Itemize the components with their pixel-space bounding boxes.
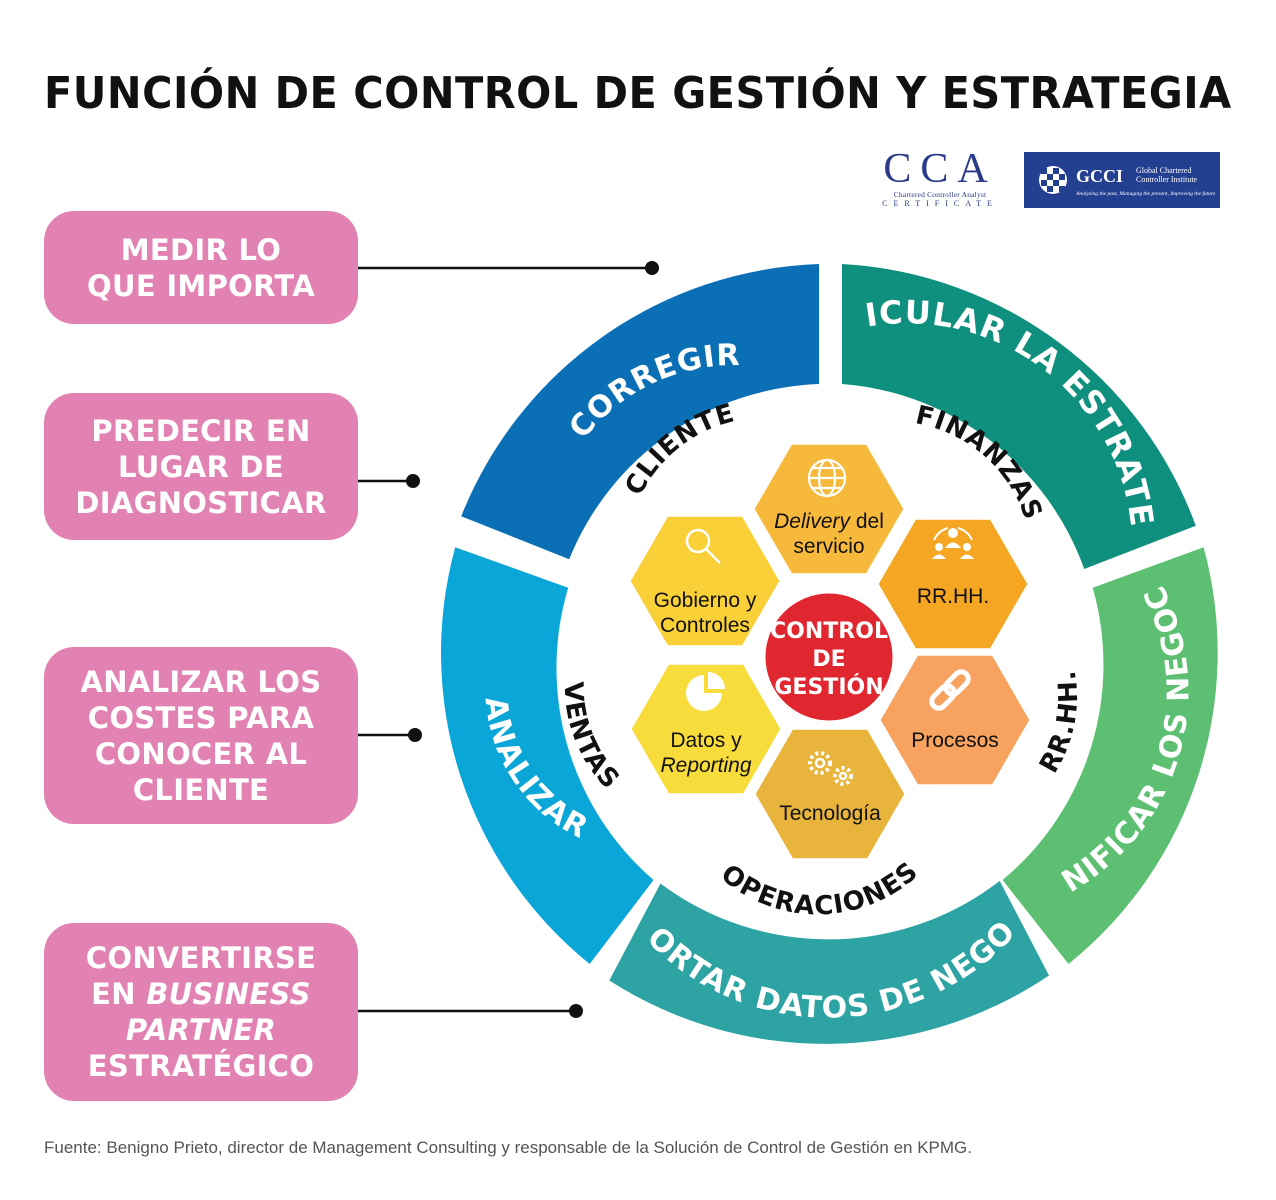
- gcci-logo-tagline: Analyzing the past, Managing the present…: [1076, 191, 1216, 197]
- gcci-logo-fullname: Global Chartered Controller Institute: [1136, 166, 1216, 184]
- cca-logo-certificate: CERTIFICATE: [882, 199, 998, 208]
- hexagon-gobierno-label-line2: Controles: [660, 614, 750, 637]
- pill-medir-line2: QUE IMPORTA: [87, 268, 315, 303]
- gcci-logo-fullname-line2: Controller Institute: [1136, 175, 1198, 184]
- connector-dot-2: [406, 474, 420, 488]
- ring-segment-articular: [842, 264, 1196, 569]
- pill-predecir-line2: LUGAR DE: [118, 449, 284, 484]
- pie-chart-icon: [686, 672, 725, 711]
- ring-segment-planificar: [1002, 547, 1218, 964]
- hexagon-tecnologia-label: Tecnología: [779, 802, 881, 825]
- pill-medir-line1: MEDIR LO: [120, 232, 282, 267]
- people-icon: [932, 527, 974, 559]
- pill-convertirse-line1: CONVERTIRSE: [85, 941, 317, 975]
- center-label-line3: GESTIÓN: [774, 674, 883, 700]
- connector-dot-4: [569, 1004, 583, 1018]
- center-circle-shape: [760, 588, 898, 726]
- pill-convertirse-line2-italic: BUSINESS: [146, 977, 311, 1011]
- pill-medir: MEDIR LO QUE IMPORTA: [44, 211, 358, 324]
- pill-predecir-line3: DIAGNOSTICAR: [75, 485, 327, 520]
- pill-convertirse-line2-prefix: EN: [91, 977, 147, 1011]
- cca-logo: CCA Chartered Controller Analyst CERTIFI…: [866, 148, 1014, 209]
- hexagon-datos-label-line1: Datos y: [670, 729, 742, 752]
- hexagon-gobierno-label-line1: Gobierno y: [654, 589, 757, 612]
- hexagon-rrhh: RR.HH.: [875, 516, 1031, 652]
- hexagon-delivery-label-line1: Delivery del: [774, 510, 884, 533]
- hexagon-delivery: Delivery del servicio: [751, 441, 907, 577]
- center-label-line2: DE: [812, 647, 845, 672]
- pill-analizar-line2: COSTES PARA: [87, 700, 315, 735]
- hexagon-gobierno-shape: [627, 513, 783, 649]
- gears-icon: [808, 751, 853, 786]
- hexagon-procesos-label: Procesos: [911, 729, 999, 752]
- page-title: FUNCIÓN DE CONTROL DE GESTIÓN Y ESTRATEG…: [44, 68, 1232, 119]
- hexagon-rrhh-shape: [875, 516, 1031, 652]
- pill-analizar-line3: CONOCER AL: [94, 736, 308, 771]
- hexagon-delivery-label-line2: servicio: [793, 535, 864, 558]
- pill-analizar-line1: ANALIZAR LOS: [80, 664, 322, 699]
- ring-segment-analizar: [441, 547, 654, 964]
- pill-convertirse-line2: EN BUSINESS: [91, 976, 311, 1012]
- connector-lines: [358, 261, 659, 1018]
- hexagon-delivery-shape: [751, 441, 907, 577]
- hexagon-procesos: Procesos: [877, 652, 1033, 788]
- ring-segment-reportar: [609, 880, 1049, 1044]
- hexagon-datos: Datos y Reporting: [628, 661, 784, 797]
- pill-convertirse-line4: ESTRATÉGICO: [87, 1049, 315, 1083]
- connector-dot-1: [645, 261, 659, 275]
- chain-link-icon: [929, 669, 971, 711]
- hexagon-datos-shape: [628, 661, 784, 797]
- source-footnote: Fuente: Benigno Prieto, director de Mana…: [44, 1138, 972, 1157]
- connector-dot-3: [408, 728, 422, 742]
- hexagon-tecnologia-shape: [752, 726, 908, 862]
- gcci-logo-fullname-line1: Global Chartered: [1136, 166, 1192, 175]
- pill-predecir: PREDECIR EN LUGAR DE DIAGNOSTICAR: [44, 393, 358, 540]
- pill-convertirse: CONVERTIRSE EN BUSINESS PARTNER ESTRATÉG…: [44, 923, 358, 1101]
- magnifier-icon: [685, 528, 721, 564]
- ring-segment-corregir: [461, 264, 819, 560]
- pill-convertirse-line3: PARTNER: [125, 1013, 277, 1047]
- gcci-logo: GCCI Global Chartered Controller Institu…: [1024, 152, 1220, 208]
- checkered-globe-icon: [1039, 166, 1067, 194]
- hexagon-datos-label-line2: Reporting: [660, 754, 751, 777]
- pill-analizar: ANALIZAR LOS COSTES PARA CONOCER AL CLIE…: [44, 647, 358, 824]
- pill-analizar-line4: CLIENTE: [132, 772, 270, 807]
- outer-ring: [441, 264, 1218, 1044]
- hexagon-procesos-shape: [877, 652, 1033, 788]
- cca-logo-subtitle: Chartered Controller Analyst: [893, 190, 987, 199]
- center-label-line1: CONTROL: [770, 619, 888, 644]
- hexagon-gobierno: Gobierno y Controles: [627, 513, 783, 649]
- logos: CCA Chartered Controller Analyst CERTIFI…: [866, 148, 1226, 210]
- center-circle: CONTROL DE GESTIÓN: [760, 588, 898, 726]
- globe-icon: [807, 458, 847, 498]
- gcci-logo-name: GCCI: [1076, 166, 1124, 186]
- hexagon-rrhh-label: RR.HH.: [917, 585, 989, 608]
- inner-label-rrhh: RR.HH.: [1034, 668, 1084, 778]
- pill-predecir-line1: PREDECIR EN: [91, 413, 311, 448]
- cca-logo-letters: CCA: [883, 146, 997, 192]
- hexagon-tecnologia: Tecnología: [752, 726, 908, 862]
- inner-label-operaciones: OPERACIONES: [715, 856, 924, 921]
